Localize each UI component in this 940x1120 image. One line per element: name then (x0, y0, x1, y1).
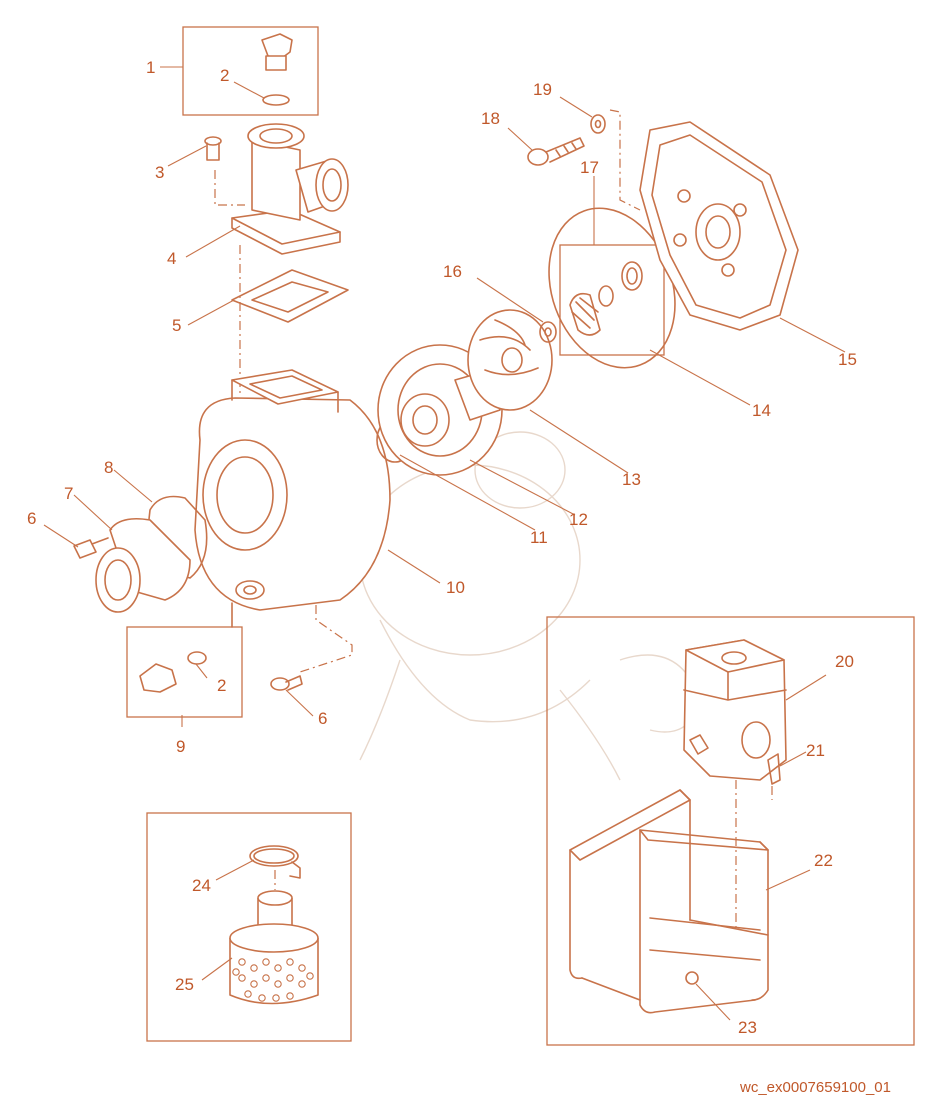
strainer-holes (232, 958, 314, 1002)
watermark-illustration (359, 431, 701, 781)
filler-cap-assembly (182, 26, 319, 116)
leader-lines (43, 66, 846, 1021)
callout-16: 16 (443, 262, 462, 281)
callout-7: 7 (64, 484, 73, 503)
callout-6: 6 (27, 509, 36, 528)
callout-8: 8 (104, 458, 113, 477)
callout-11: 11 (530, 528, 548, 547)
callout-10: 10 (446, 578, 465, 597)
bolt-part-18 (527, 137, 585, 166)
callout-18: 18 (481, 109, 500, 128)
callout-4: 4 (167, 249, 176, 268)
engine-frame-assembly (546, 616, 915, 1046)
callout-19: 19 (533, 80, 552, 99)
callout-12: 12 (569, 510, 588, 529)
callout-24: 24 (192, 876, 211, 895)
callout-22: 22 (814, 851, 833, 870)
washer-part-19 (590, 109, 641, 211)
callout-23: 23 (738, 1018, 757, 1037)
callout-25: 25 (175, 975, 194, 994)
mechanical-seal-part-17 (559, 244, 665, 356)
callout-9: 9 (176, 737, 185, 756)
callout-21: 21 (806, 741, 825, 760)
pump-casing-part-10 (194, 369, 391, 611)
impeller-part-13 (467, 309, 553, 411)
callout-6-lower: 6 (318, 709, 327, 728)
callout-2: 2 (220, 66, 229, 85)
bolt-part-6-lower (270, 605, 353, 691)
callout-17: 17 (580, 158, 599, 177)
callout-14: 14 (752, 401, 771, 420)
callout-labels: 1 2 3 4 5 6 7 8 9 10 11 12 13 14 15 16 1… (27, 58, 857, 1037)
drain-plug-assembly-part-9 (126, 602, 243, 718)
inlet-flange-part-7-8 (73, 495, 208, 613)
washer-part-16 (539, 321, 557, 343)
callout-20: 20 (835, 652, 854, 671)
strainer-assembly (146, 812, 352, 1042)
gasket-part-5 (231, 245, 349, 395)
bolt-part-3 (204, 136, 245, 206)
callout-3: 3 (155, 163, 164, 182)
footer-code: wc_ex0007659100_01 (739, 1079, 891, 1096)
discharge-tee-part-4 (231, 123, 349, 255)
callout-2-drain: 2 (217, 676, 226, 695)
callout-1: 1 (146, 58, 155, 77)
callout-13: 13 (622, 470, 641, 489)
callout-15: 15 (838, 350, 857, 369)
callout-5: 5 (172, 316, 181, 335)
cover-plate-part-15 (639, 121, 799, 331)
